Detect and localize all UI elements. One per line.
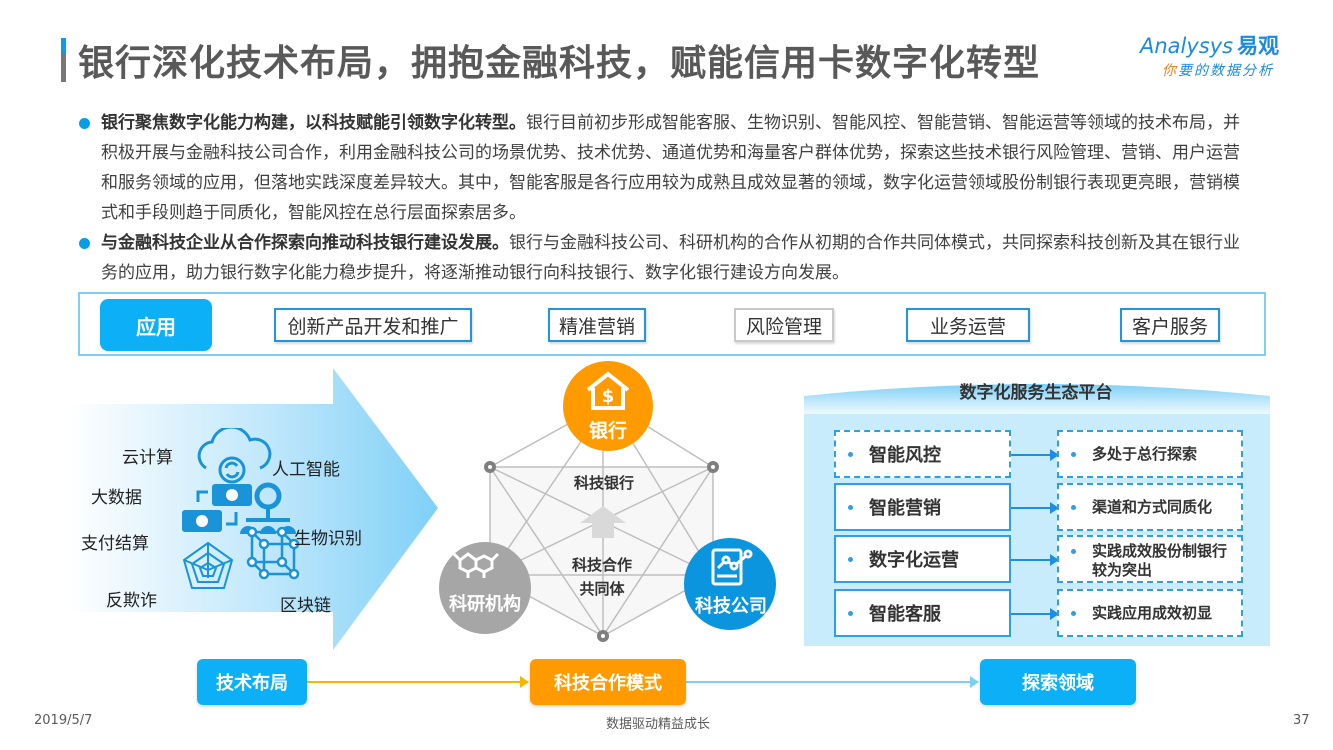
area-label: 智能风控 [869, 445, 941, 466]
result-label: 实践成效股份制银行较为突出 [1092, 542, 1228, 579]
tech-label-payment: 支付结算 [81, 534, 149, 554]
app-item-business-operation: 业务运营 [906, 308, 1030, 342]
bullet-item: 银行聚焦数字化能力构建，以科技赋能引领数字化转型。银行目前初步形成智能客服、生物… [76, 108, 1256, 228]
research-node [439, 542, 531, 634]
svg-text:$: $ [602, 386, 615, 407]
bullet-heading: 与金融科技企业从合作探索向推动科技银行建设发展。 [101, 233, 509, 253]
arrow-connector-icon [1011, 449, 1059, 461]
blockchain-cube-icon [246, 526, 300, 580]
bullet-dot-icon [848, 451, 853, 457]
result-label: 多处于总行探索 [1092, 444, 1198, 463]
logo-brand: Analysys [1140, 34, 1234, 58]
flow-step-tech-layout: 技术布局 [197, 659, 307, 705]
summary-bullets: 银行聚焦数字化能力构建，以科技赋能引领数字化转型。银行目前初步形成智能客服、生物… [76, 108, 1256, 288]
footer-date: 2019/5/7 [34, 713, 93, 728]
bank-house-dollar-icon [586, 371, 630, 410]
result-digital-operation: 实践成效股份制银行较为突出 [1057, 535, 1243, 583]
bullet-item: 与金融科技企业从合作探索向推动科技银行建设发展。银行与金融科技公司、科研机构的合… [76, 228, 1256, 288]
area-marketing: 智能营销 [834, 483, 1011, 531]
coop-label-2: 共同体 [579, 580, 625, 598]
title-accent-bar [61, 38, 66, 82]
logo-tagline: 要的数据分析 [1178, 63, 1274, 79]
app-item-product-innovation: 创新产品开发和推广 [274, 308, 472, 342]
area-customer-service: 智能客服 [834, 589, 1011, 637]
tech-label-antifraud: 反欺诈 [106, 591, 157, 611]
application-bar [78, 292, 1266, 356]
tech-icons [182, 428, 300, 589]
result-label: 实践应用成效初显 [1092, 603, 1213, 622]
tech-label-ai: 人工智能 [272, 460, 340, 480]
bullet-dot-icon [1071, 504, 1076, 510]
app-item-risk-management: 风险管理 [734, 308, 834, 342]
bullet-dot-icon [848, 610, 853, 616]
logo-brand-cn: 易观 [1237, 34, 1280, 58]
area-label: 智能客服 [869, 604, 941, 625]
arrow-connector-icon [1011, 608, 1059, 620]
area-risk-control: 智能风控 [834, 430, 1011, 478]
research-node-label: 科研机构 [449, 594, 521, 615]
radar-chart-icon [182, 541, 234, 589]
bullet-dot-icon [848, 504, 853, 510]
platform-title: 数字化服务生态平台 [959, 383, 1113, 403]
page-title: 银行深化技术布局，拥抱金融科技，赋能信用卡数字化转型 [78, 43, 1041, 84]
molecule-icon [452, 552, 500, 578]
area-digital-operation: 数字化运营 [834, 535, 1011, 583]
bank-node-label: 银行 [588, 420, 627, 442]
payment-icon [182, 484, 252, 532]
bullet-heading: 银行聚焦数字化能力构建，以科技赋能引领数字化转型。 [101, 113, 526, 133]
flow-step-exploration: 探索领域 [980, 659, 1136, 705]
bullet-dot-icon [1071, 610, 1076, 616]
tech-label-biometric: 生物识别 [294, 529, 362, 549]
bullet-dot-icon [1071, 549, 1076, 554]
node-dots [484, 461, 719, 642]
tech-label-bigdata: 大数据 [91, 488, 142, 508]
application-label: 应用 [100, 299, 212, 351]
arrow-connector-icon [1011, 554, 1059, 566]
tech-bank-label: 科技银行 [573, 474, 634, 492]
result-marketing: 渠道和方式同质化 [1057, 483, 1243, 531]
bullet-dot-icon [79, 238, 90, 249]
flow-line-1 [307, 681, 527, 683]
footer-page-number: 37 [1293, 713, 1310, 728]
cloud-icon [197, 428, 272, 484]
result-customer-service: 实践应用成效初显 [1057, 589, 1243, 637]
app-item-precision-marketing: 精准营销 [548, 308, 646, 342]
result-label: 渠道和方式同质化 [1092, 497, 1213, 516]
footer-slogan: 数据驱动精益成长 [606, 717, 711, 732]
result-risk-control: 多处于总行探索 [1057, 430, 1243, 478]
fintech-node-label: 科技公司 [695, 596, 767, 617]
tech-label-blockchain: 区块链 [280, 596, 331, 616]
area-label: 数字化运营 [869, 550, 959, 571]
app-item-customer-service: 客户服务 [1120, 308, 1220, 342]
logo-tagline-highlight: 你 [1162, 63, 1178, 79]
bullet-dot-icon [79, 118, 90, 129]
tablet-chart-icon [711, 548, 753, 586]
bullet-dot-icon [1071, 451, 1076, 457]
platform-roof [804, 384, 1270, 418]
flow-arrowhead-icon [970, 676, 979, 688]
tech-layout-arrow [68, 368, 438, 650]
bullet-text: 银行与金融科技公司、科研机构的合作从初期的合作共同体模式，共同探索科技创新及其在… [101, 233, 1240, 283]
flow-arrowhead-icon [520, 676, 529, 688]
tech-label-cloud: 云计算 [122, 448, 173, 468]
bullet-dot-icon [848, 556, 853, 562]
bullet-text: 银行目前初步形成智能客服、生物识别、智能风控、智能营销、智能运营等领域的技术布局… [101, 113, 1240, 223]
cooperation-network: $ [439, 361, 776, 642]
arrow-connector-icon [1011, 502, 1059, 514]
coop-label-1: 科技合作 [571, 556, 632, 574]
flow-step-coop-mode: 科技合作模式 [530, 659, 686, 705]
flow-line-2 [686, 681, 976, 683]
area-label: 智能营销 [869, 498, 941, 519]
